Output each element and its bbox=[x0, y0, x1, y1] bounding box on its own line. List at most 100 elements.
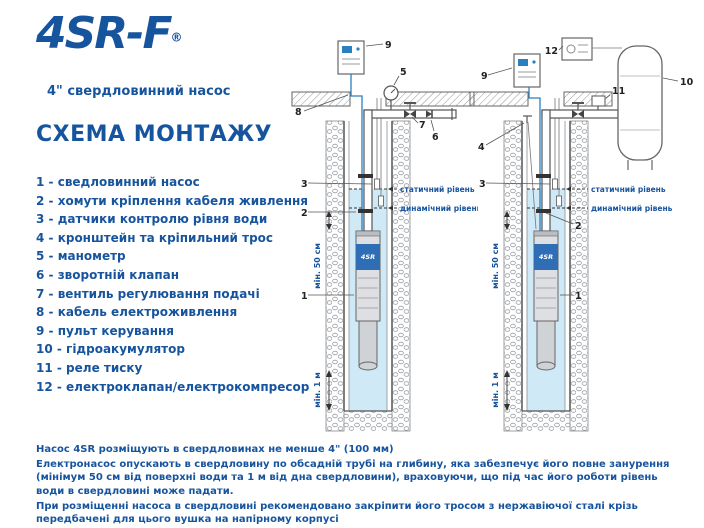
min-depth-label: мін. 50 см bbox=[490, 243, 500, 289]
callout-6: 6 bbox=[432, 132, 439, 143]
legend-item-number: 9 bbox=[36, 323, 45, 338]
legend-separator: - bbox=[44, 230, 58, 245]
dynamic-level-label: динамічний рівень bbox=[566, 204, 673, 213]
footer-notes: Насос 4SR розміщують в свердловинах не м… bbox=[36, 443, 688, 528]
footer-paragraph: При розміщенні насоса в свердловині реко… bbox=[36, 500, 638, 525]
legend-separator: - bbox=[44, 249, 58, 264]
legend-item: 5 - манометр bbox=[36, 250, 290, 263]
brand-logo: 4SR-F® bbox=[36, 12, 183, 56]
legend-item: 8 - кабель електроживлення bbox=[36, 306, 290, 319]
callout-3: 3 bbox=[301, 179, 308, 190]
legend-item-text: електроклапан/електрокомпресор bbox=[66, 379, 310, 394]
callout-4: 4 bbox=[478, 142, 485, 153]
legend-item-number: 10 bbox=[36, 342, 53, 357]
legend-item: 11 - реле тиску bbox=[36, 362, 290, 375]
pressure-switch-icon bbox=[591, 95, 606, 110]
legend-item: 4 - кронштейн та кріпильний трос bbox=[36, 230, 290, 245]
ground-slabs bbox=[469, 91, 613, 107]
borehole-walls bbox=[503, 120, 589, 432]
legend-item-text: хомути кріплення кабеля живлення bbox=[57, 193, 308, 208]
legend-item: 10 - гідроакумулятор bbox=[36, 343, 290, 356]
legend-separator: - bbox=[44, 175, 58, 189]
legend-item: 3 - датчики контролю рівня води bbox=[36, 213, 290, 226]
pressure-tank-icon bbox=[617, 45, 663, 170]
dimension-min-50cm: мін. 50 см bbox=[490, 211, 510, 289]
legend-item: 7 - вентиль регулювання подачі bbox=[36, 286, 290, 301]
dimension-min-1m: мін. 1 м bbox=[312, 370, 332, 411]
dimension-min-1m: мін. 1 м bbox=[490, 370, 510, 411]
check-valve-icon bbox=[426, 110, 433, 118]
callout-2: 2 bbox=[301, 208, 308, 219]
legend-item-text: датчики контролю рівня води bbox=[57, 212, 268, 227]
legend-separator: - bbox=[44, 323, 58, 338]
static-level-text: статичний рівень bbox=[591, 185, 666, 194]
callout-9: 9 bbox=[481, 71, 488, 82]
legend-item-text: реле тиску bbox=[66, 360, 143, 375]
legend-separator: - bbox=[44, 212, 58, 227]
power-cable bbox=[528, 87, 541, 231]
legend-item: 1 - сведловинний насос bbox=[36, 176, 290, 189]
callout-5: 5 bbox=[400, 67, 407, 78]
legend-item-number: 8 bbox=[36, 305, 45, 320]
legend-item-text: зворотній клапан bbox=[57, 267, 180, 282]
legend-item: 12 - електроклапан/електрокомпресор bbox=[36, 380, 309, 394]
legend-separator: - bbox=[52, 360, 67, 375]
callout-11: 11 bbox=[612, 86, 625, 97]
legend-separator: - bbox=[52, 342, 67, 357]
footer-paragraph: Насос 4SR розміщують в свердловинах не м… bbox=[36, 444, 394, 455]
static-level-text: статичний рівень bbox=[400, 185, 475, 194]
logo-text: 4SR-F bbox=[36, 8, 173, 59]
legend-item-number: 6 bbox=[36, 267, 45, 282]
callouts-left: 9 5 7 6 8 3 2 1 bbox=[295, 40, 439, 302]
dimension-min-50cm: мін. 50 см bbox=[312, 211, 332, 289]
callouts-right: 9 12 11 10 4 3 2 1 bbox=[478, 45, 694, 302]
legend-separator: - bbox=[44, 267, 58, 282]
installation-diagram-right: 4SR мін. 50 см мін. 1 м статичний рівень bbox=[469, 37, 694, 432]
legend-item-number: 2 bbox=[36, 193, 45, 208]
regulating-valve-icon bbox=[572, 102, 584, 118]
min-bottom-label: мін. 1 м bbox=[312, 372, 322, 408]
legend-item-number: 7 bbox=[36, 286, 45, 301]
legend-item-text: вентиль регулювання подачі bbox=[57, 286, 260, 301]
callout-12: 12 bbox=[545, 46, 558, 57]
callout-2: 2 bbox=[575, 221, 582, 232]
callout-8: 8 bbox=[295, 107, 302, 118]
well-casing bbox=[343, 121, 393, 412]
ground-slabs bbox=[291, 91, 475, 107]
callout-1: 1 bbox=[301, 291, 308, 302]
dynamic-level-text: динамічний рівень bbox=[400, 204, 478, 213]
legend-item: 2 - хомути кріплення кабеля живлення bbox=[36, 193, 308, 208]
cable-clamps-icon bbox=[358, 174, 373, 213]
legend-item-text: кронштейн та кріпильний трос bbox=[57, 230, 274, 245]
dynamic-level-label: динамічний рівень bbox=[388, 204, 478, 213]
registered-mark: ® bbox=[170, 30, 183, 45]
installation-diagram-left: 4SR мін. 50 см мін. 1 м статичний рівень bbox=[291, 40, 478, 432]
legend-item: 6 - зворотній клапан bbox=[36, 269, 290, 282]
pump-icon: 4SR bbox=[355, 230, 381, 371]
callout-1: 1 bbox=[575, 291, 582, 302]
callout-9: 9 bbox=[385, 40, 392, 51]
callout-10: 10 bbox=[680, 77, 694, 88]
legend-separator: - bbox=[44, 305, 58, 320]
legend-separator: - bbox=[44, 193, 58, 208]
legend-item-number: 3 bbox=[36, 212, 45, 227]
cable-clamps-icon bbox=[536, 174, 551, 213]
pump-icon: 4SR bbox=[533, 230, 559, 371]
callout-3: 3 bbox=[479, 179, 486, 190]
static-level-label: статичний рівень bbox=[388, 185, 475, 194]
footer-paragraph: Електронасос опускають в свердловину по … bbox=[36, 459, 670, 497]
legend-item: 9 - пульт керування bbox=[36, 323, 290, 338]
electro-valve-compressor-icon bbox=[561, 37, 622, 61]
pressure-gauge-icon bbox=[383, 85, 399, 110]
min-bottom-label: мін. 1 м bbox=[490, 372, 500, 408]
legend-item-number: 5 bbox=[36, 249, 45, 264]
power-cable bbox=[350, 74, 363, 231]
control-panel-icon bbox=[337, 40, 365, 75]
legend-item-number: 4 bbox=[36, 230, 45, 245]
brand-subtitle: 4" свердловинний насос bbox=[47, 84, 231, 99]
legend-separator: - bbox=[44, 286, 58, 301]
regulating-valve-icon bbox=[404, 102, 416, 118]
control-panel-icon bbox=[513, 53, 541, 88]
legend-item-text: гідроакумулятор bbox=[66, 342, 185, 357]
